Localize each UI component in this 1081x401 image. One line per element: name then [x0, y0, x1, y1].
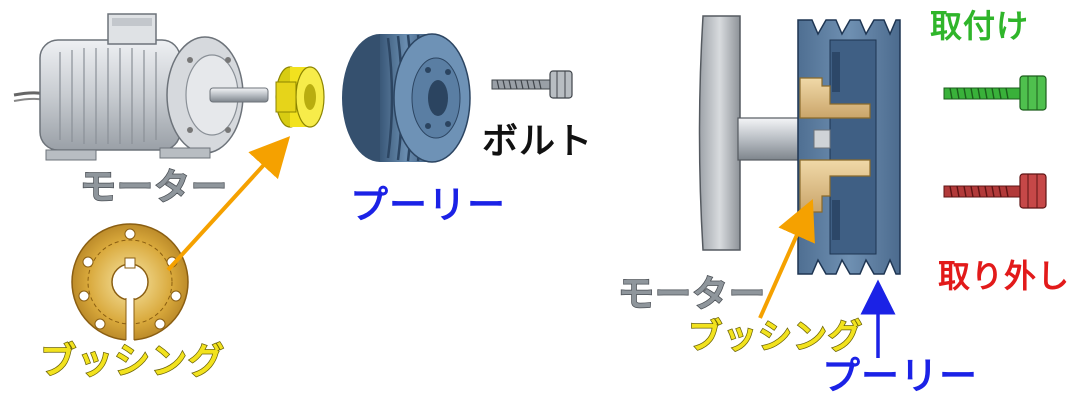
label-remove: 取り外し: [938, 257, 1071, 295]
arrow-bushing-left: [166, 136, 291, 272]
bolt-red-illustration: [943, 173, 1047, 209]
bolt-green-illustration: [943, 75, 1047, 111]
label-bolt-left: ボルト: [482, 121, 594, 162]
bushing-gold-disc-illustration: [71, 223, 189, 342]
bushing-section: [799, 77, 871, 213]
motor-illustration: [13, 13, 269, 161]
pulley-section: [797, 19, 901, 275]
bushing-yellow-illustration: [275, 66, 325, 128]
pulley-illustration: [342, 33, 471, 163]
arrow-bushing-right: [758, 199, 815, 319]
label-motor-right: モーター: [617, 274, 767, 315]
label-bushing-left: ブッシング: [39, 341, 226, 382]
bolt-gray-illustration: [491, 70, 573, 99]
motor-flange-section: [698, 15, 741, 251]
label-bushing-right: ブッシング: [687, 317, 863, 357]
label-install: 取付け: [930, 7, 1030, 45]
label-motor-left: モーター: [79, 167, 229, 208]
label-pulley-left: プーリー: [350, 183, 507, 227]
label-pulley-right: プーリー: [822, 354, 979, 398]
